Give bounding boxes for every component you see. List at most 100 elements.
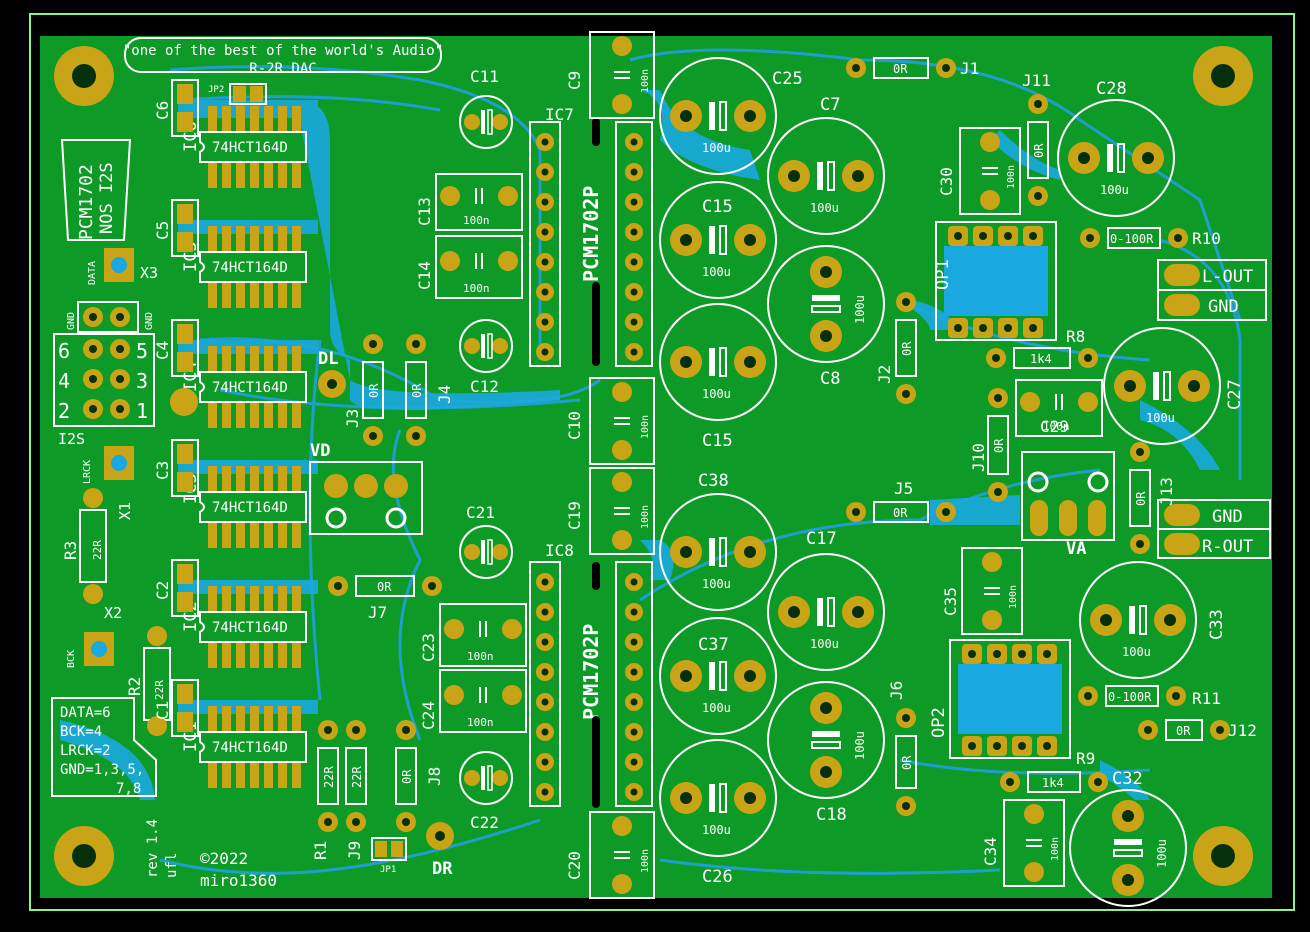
chip-pad (264, 466, 273, 492)
res-pad-hole (994, 394, 1002, 402)
cap-pad (492, 544, 508, 560)
ceramic-cap: 100n C23 (419, 603, 527, 667)
res-pad-hole (369, 432, 377, 440)
cap-value: 100n (1043, 420, 1070, 433)
chip-pad (208, 106, 217, 132)
cap-frame (959, 127, 1021, 215)
cap-pad (177, 204, 193, 224)
cap-pad-hole (744, 546, 756, 558)
slot (592, 118, 600, 146)
vd-terminal (309, 461, 423, 535)
cap-pad (1024, 862, 1044, 882)
cap-pad (444, 685, 464, 705)
ic-pin-hole (541, 138, 549, 146)
ic-pin-hole (630, 348, 638, 356)
res-body (1027, 121, 1049, 179)
chip-logo-1: PCM1702 (76, 164, 97, 240)
cap-pad (464, 114, 480, 130)
cap-plate (817, 162, 823, 190)
chip-pad (222, 282, 231, 308)
chip-body (199, 131, 307, 163)
cap-pad (492, 114, 508, 130)
cap-ref: C23 (419, 633, 438, 662)
chip-pad (250, 586, 259, 612)
res-ref: J12 (1228, 721, 1257, 740)
op-pin-hole (1004, 324, 1012, 332)
res-pad-hole (1174, 234, 1182, 242)
cap-value: 100u (810, 201, 839, 215)
cap-ref: C30 (937, 167, 956, 196)
cap-value: 100n (640, 415, 651, 439)
ic-pin-hole (541, 758, 549, 766)
cap-plate (709, 102, 715, 130)
chip-pad (278, 642, 287, 668)
res-ref: R8 (1066, 327, 1085, 346)
small-cap-ref: C3 (153, 461, 172, 480)
cap-pad (982, 552, 1002, 572)
ic-pin-hole (541, 668, 549, 676)
op-pin-hole (1043, 650, 1051, 658)
chip-pad (208, 162, 217, 188)
res-body (987, 415, 1009, 475)
cap-outline (1069, 789, 1187, 907)
res-ref: J9 (345, 841, 364, 860)
cap-pad (177, 352, 193, 372)
res-pad-hole (1034, 100, 1042, 108)
op-pin-hole (1029, 232, 1037, 240)
slot (592, 282, 600, 366)
res-value: 0R (410, 383, 424, 398)
cap-pad (612, 874, 632, 894)
res-ref: R11 (1192, 689, 1221, 708)
legend-bck: BCK=4 (60, 724, 102, 740)
rev-ufl: ufl (164, 853, 180, 878)
cap-plate (719, 661, 727, 691)
tagline-frame (124, 37, 442, 73)
cap-frame (1003, 799, 1065, 887)
res-pad-hole (1094, 778, 1102, 786)
cap-pad (502, 685, 522, 705)
cap-plate (1153, 372, 1159, 400)
chip-label: 74HCT164D (212, 620, 288, 636)
pcm1702-ic8 (529, 561, 653, 807)
cap-value: 100n (467, 650, 494, 663)
chip-label: 74HCT164D (212, 140, 288, 156)
op2-label: OP2 (929, 707, 949, 738)
cap-value: 100u (702, 577, 731, 591)
res-ref: J7 (368, 603, 387, 622)
r2-value: 22R (153, 680, 166, 700)
cap-ref: C20 (565, 851, 584, 880)
chip-pad (250, 402, 259, 428)
res-body (405, 361, 427, 419)
ic-pin-hole (630, 698, 638, 706)
chip-pad (292, 162, 301, 188)
res-body (395, 747, 417, 805)
small-cap-ref: C1 (153, 701, 172, 720)
res-value: 1k4 (1030, 352, 1052, 366)
res-ref: J8 (425, 767, 444, 786)
res-ref: J10 (969, 443, 988, 472)
x1-label: X1 (116, 502, 134, 520)
cap-outline (1079, 561, 1197, 679)
chip-pad (208, 282, 217, 308)
board-title: R-2R DAC (249, 61, 316, 77)
cap-ref: C18 (816, 805, 847, 825)
cap-pad-hole (744, 356, 756, 368)
res-pad-hole (942, 64, 950, 72)
cap-pad (1078, 392, 1098, 412)
chip-pad (264, 346, 273, 372)
hct164-chips: 74HCT164DIC674HCT164DIC574HCT164DIC474HC… (153, 79, 307, 788)
cap-pad (440, 186, 460, 206)
cap-pad-hole (1100, 614, 1112, 626)
cap-pad-hole (788, 170, 800, 182)
